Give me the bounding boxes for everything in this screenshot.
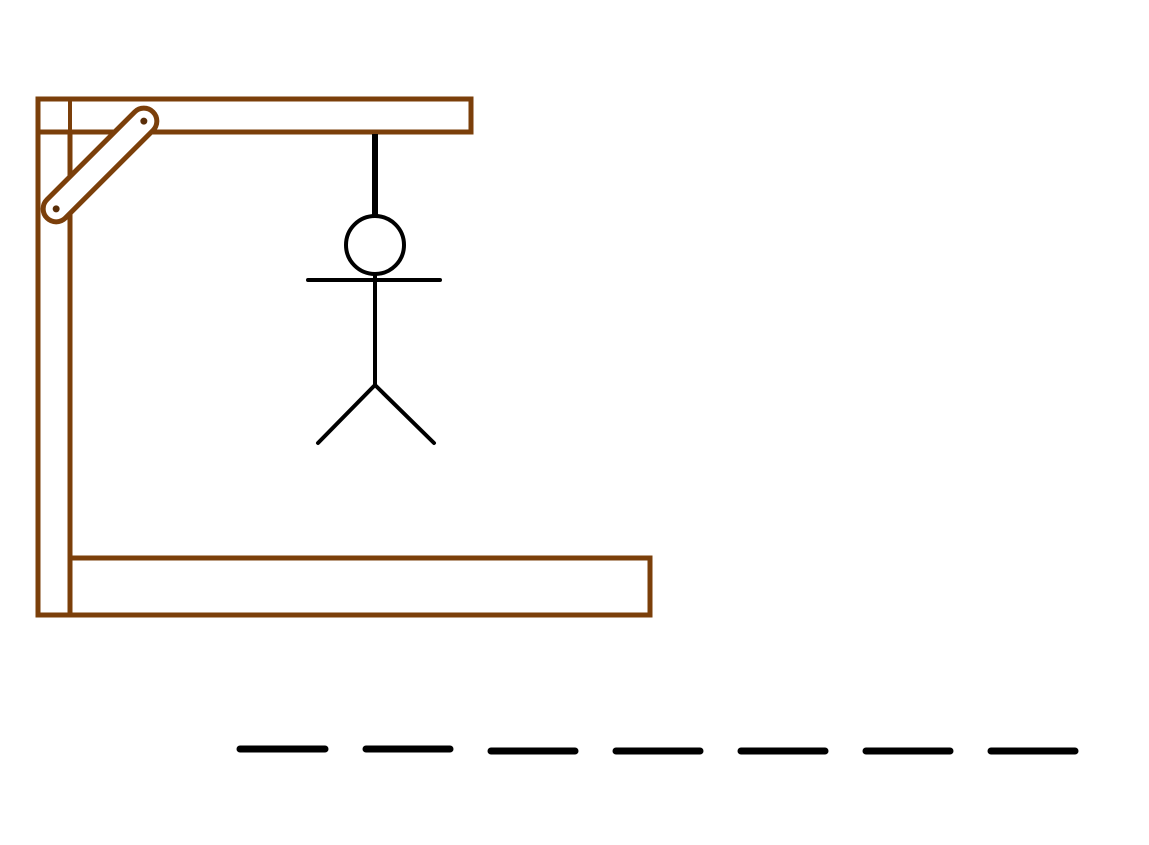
gallows-base <box>35 555 653 618</box>
figure-head <box>344 214 406 276</box>
word-blanks <box>236 745 1079 755</box>
brace-bolt-top <box>140 117 148 125</box>
gallows-top-beam <box>35 96 474 135</box>
stick-figure <box>306 214 442 445</box>
figure-right-leg <box>373 383 436 445</box>
gallows-post <box>35 96 73 618</box>
gallows <box>35 96 653 618</box>
gallows-brace <box>40 105 160 225</box>
figure-left-leg <box>316 383 377 445</box>
brace-bolt-bottom <box>52 205 60 213</box>
